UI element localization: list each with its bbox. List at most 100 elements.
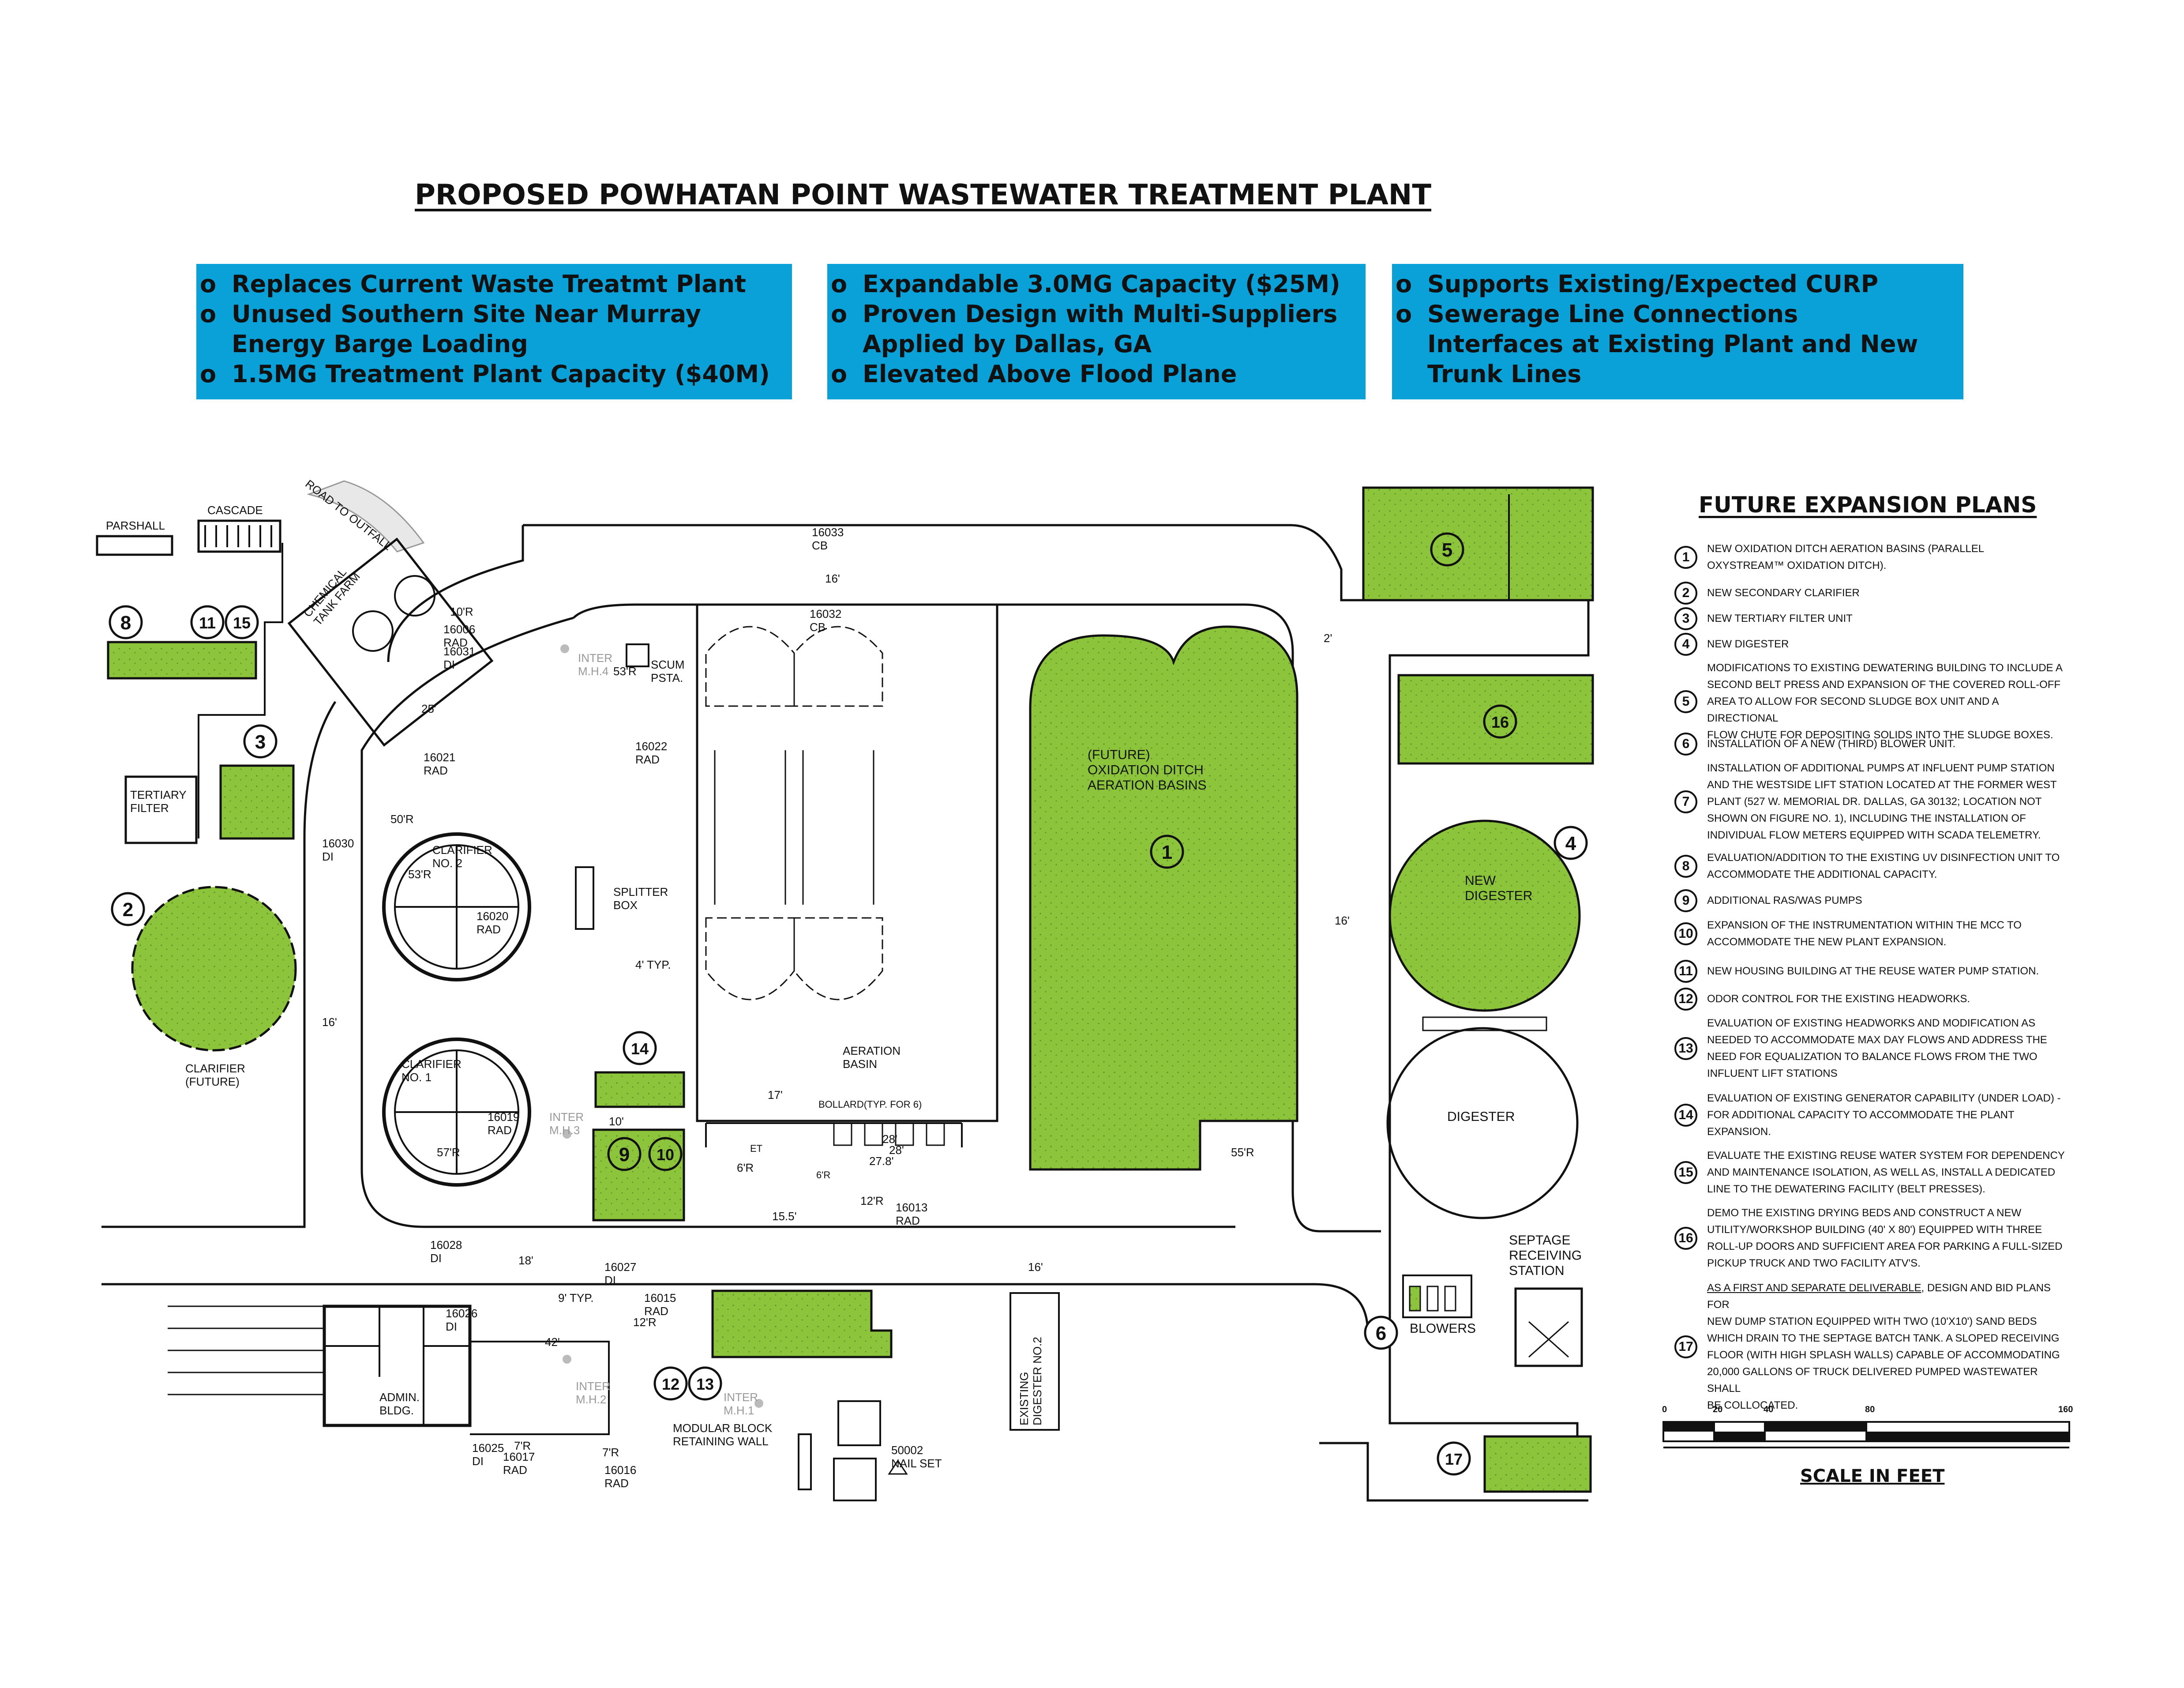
bullet-text: Elevated Above Flood Plane — [863, 360, 1237, 388]
dim-18: 18' — [518, 1254, 533, 1267]
blower-room-cell — [926, 1122, 945, 1146]
blower-room-cell — [895, 1122, 914, 1146]
dim-42: 42' — [545, 1335, 560, 1349]
clarifier-no-2 — [382, 832, 531, 981]
cascade-structure — [197, 519, 281, 553]
dim-53r: 53'R — [408, 868, 432, 881]
existing-digester — [1386, 1027, 1579, 1219]
bullet-text: Replaces Current Waste Treatmt Plant — [232, 270, 746, 298]
legend-number: 9 — [1674, 889, 1697, 912]
marker-6: 6 — [1364, 1316, 1398, 1350]
bullet-text: 1.5MG Treatment Plant Capacity ($40M) — [232, 360, 770, 388]
legend-text: ADDITIONAL RAS/WAS PUMPS — [1707, 895, 1862, 906]
legend-text: EVALUATION/ADDITION TO THE EXISTING UV D… — [1707, 852, 2060, 880]
aeration-basin — [696, 603, 998, 1122]
legend-number: 10 — [1674, 922, 1697, 945]
dim-25: 25' — [421, 702, 436, 715]
future-clarifier — [131, 886, 297, 1052]
scale-tick-0: 0 — [1662, 1405, 1667, 1414]
chemical-tank-farm — [287, 538, 494, 747]
bullet-marker: o — [831, 300, 848, 328]
marker-6-label: 6 — [1376, 1323, 1386, 1344]
admin-building — [323, 1305, 472, 1427]
bullet-marker: o — [831, 360, 848, 388]
label-digester: DIGESTER — [1447, 1109, 1515, 1124]
parking-stripes — [168, 1305, 324, 1395]
marker-9-label: 9 — [619, 1144, 630, 1165]
area-16-workshop — [1397, 674, 1594, 765]
scale-title: SCALE IN FEET — [1800, 1466, 1945, 1486]
dim-16-east: 16' — [1335, 914, 1350, 927]
marker-11-label: 11 — [199, 614, 216, 632]
dim-16-west: 16' — [322, 1015, 337, 1029]
marker-12-label: 12 — [662, 1375, 679, 1393]
marker-4: 4 — [1554, 826, 1588, 860]
blower-unit-new — [1409, 1286, 1421, 1312]
dim-16-north: 16' — [825, 572, 840, 585]
area-17-dump-station — [1483, 1435, 1592, 1493]
scale-tick-80: 80 — [1865, 1405, 1875, 1414]
info-bullet: o Elevated Above Flood Plane — [827, 359, 1357, 389]
bullet-text: Unused Southern Site Near Murray Energy … — [232, 300, 701, 358]
legend-number: 3 — [1674, 607, 1697, 630]
legend-number: 15 — [1674, 1161, 1697, 1184]
marker-1: 1 — [1150, 835, 1184, 869]
dim-17: 17' — [768, 1088, 783, 1102]
drying-bed — [833, 1458, 877, 1501]
legend-text: INSTALLATION OF ADDITIONAL PUMPS AT INFL… — [1707, 762, 2057, 841]
legend-text: EVALUATION OF EXISTING GENERATOR CAPABIL… — [1707, 1092, 2061, 1138]
dim-7r: 7'R — [514, 1439, 531, 1452]
bullet-text: Proven Design with Multi-Suppliers Appli… — [863, 300, 1338, 358]
admin-parking — [470, 1341, 610, 1435]
splitter-box — [575, 866, 594, 930]
marker-15-label: 15 — [233, 614, 251, 632]
marker-14-label: 14 — [631, 1040, 649, 1058]
dim-27-8: 27.8' — [869, 1154, 894, 1168]
septage-tank-cross — [1528, 1321, 1569, 1358]
dim-12r-b: 12'R — [633, 1316, 657, 1329]
drying-bed — [798, 1433, 812, 1490]
dim-16-south: 16' — [1028, 1260, 1043, 1274]
aeration-ditch-south — [705, 917, 883, 1000]
loop-road-outer — [573, 603, 1381, 1233]
dim-28-b: 28' — [882, 1132, 897, 1146]
manhole-1 — [754, 1399, 763, 1408]
marker-1-label: 1 — [1162, 842, 1172, 863]
septage-receiving-station — [1514, 1287, 1583, 1367]
scale-tick-40: 40 — [1764, 1405, 1773, 1414]
area-8-11-15 — [107, 641, 257, 680]
marker-13-label: 13 — [696, 1375, 714, 1393]
marker-16-label: 16 — [1491, 713, 1509, 731]
blowers-building — [1402, 1274, 1472, 1318]
legend-text: DEMO THE EXISTING DRYING BEDS AND CONSTR… — [1707, 1207, 2063, 1269]
scale-ticks — [1662, 1422, 2070, 1448]
manhole-3 — [563, 1130, 571, 1139]
label-4-typ: 4' TYP. — [635, 958, 671, 971]
marker-3: 3 — [243, 724, 278, 759]
clarifier-bridges — [395, 845, 518, 1174]
page-title: PROPOSED POWHATAN POINT WASTEWATER TREAT… — [415, 179, 1431, 211]
marker-11: 11 — [190, 605, 225, 639]
